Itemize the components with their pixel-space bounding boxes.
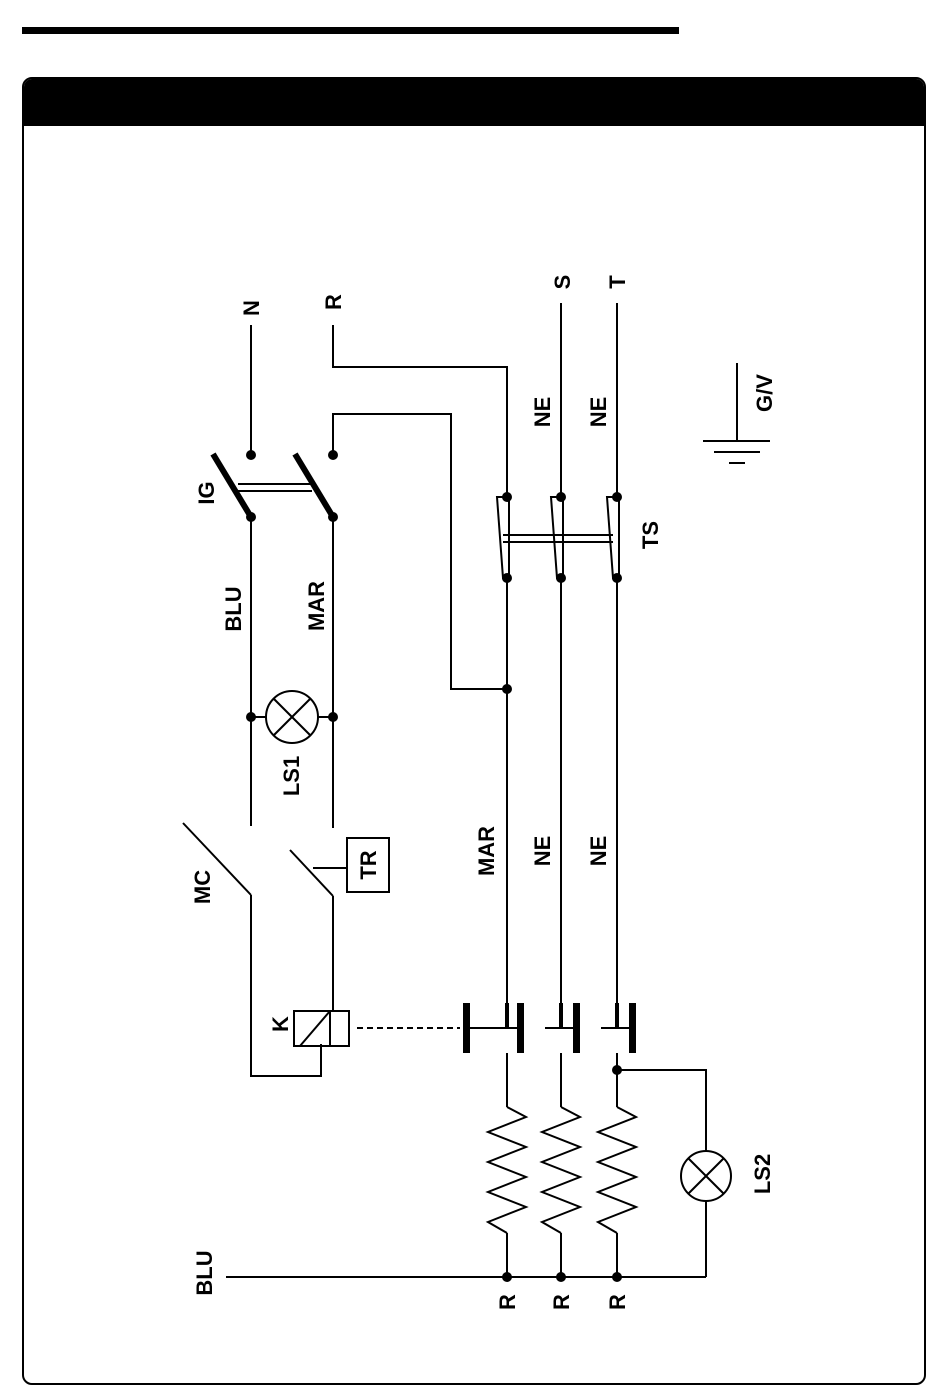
label-r-bottom-2: R (549, 1294, 574, 1310)
label-ls2: LS2 (750, 1154, 775, 1194)
label-ls1: LS1 (279, 756, 304, 796)
label-t: T (605, 275, 630, 289)
label-r-bottom-1: R (495, 1294, 520, 1310)
label-ne-s-top: NE (530, 397, 555, 428)
ground-icon (703, 441, 770, 463)
label-s: S (550, 275, 575, 290)
label-r-bottom-3: R (605, 1294, 630, 1310)
relay-coil-k (294, 1011, 349, 1046)
label-blu-left: BLU (221, 586, 246, 631)
heater-resistor-2 (542, 1107, 580, 1233)
junction-dots (246, 450, 622, 1282)
label-ig: IG (194, 481, 219, 504)
label-tr: TR (356, 850, 381, 879)
heater-resistor-3 (598, 1107, 636, 1233)
heater-resistor-1 (488, 1107, 526, 1233)
label-ne-t-mid: NE (586, 836, 611, 867)
label-blu-bottom: BLU (192, 1250, 217, 1295)
wire-r-top (333, 325, 507, 497)
label-r-top: R (321, 294, 346, 310)
label-mar-left: MAR (304, 581, 329, 631)
label-gv: G/V (752, 374, 777, 412)
lamp-ls1-icon (266, 691, 318, 743)
lamp-ls2-icon (681, 1151, 731, 1201)
label-k: K (268, 1016, 293, 1032)
wire-mc-coil (251, 895, 321, 1076)
wire-ls2-top (617, 1070, 706, 1151)
label-ts: TS (638, 521, 663, 549)
wires (183, 303, 737, 1277)
label-mar-right: MAR (474, 826, 499, 876)
label-ne-s-mid: NE (530, 836, 555, 867)
switch-ts (497, 497, 619, 578)
switch-tr-blade (290, 850, 333, 896)
wire-ig-branch (333, 414, 507, 689)
label-ne-t-top: NE (586, 397, 611, 428)
labels: N R S T NE NE G/V IG TS BLU MAR LS1 MC T… (190, 275, 777, 1310)
label-n: N (239, 300, 264, 316)
switch-ig (213, 454, 333, 517)
label-mc: MC (190, 870, 215, 904)
